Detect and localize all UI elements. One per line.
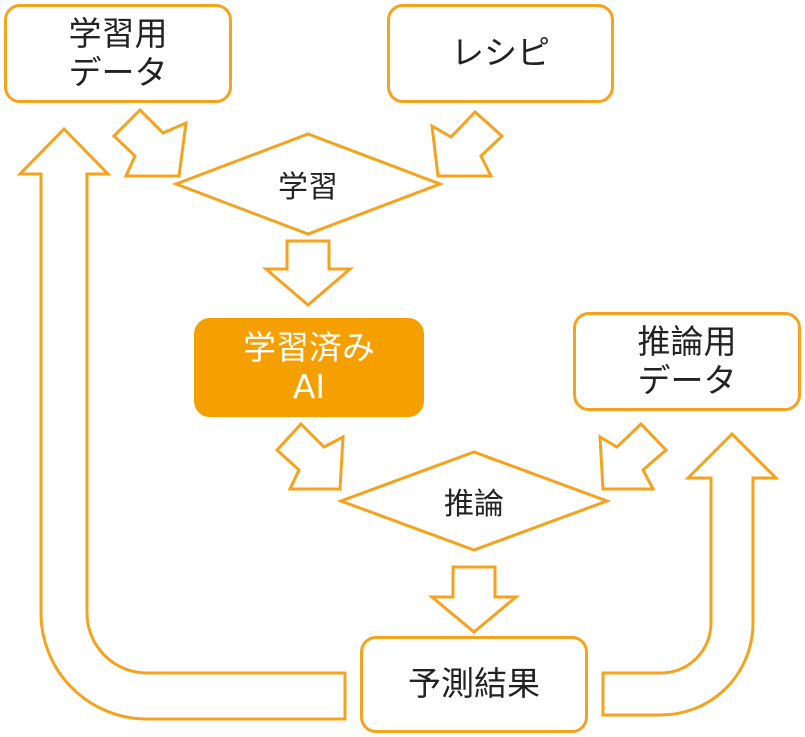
inference-data-box: 推論用 データ xyxy=(573,312,801,411)
inference-diamond xyxy=(336,450,612,552)
arrow-inference-to-result xyxy=(427,565,521,634)
recipe-label: レシピ xyxy=(451,33,550,73)
arrow-training-to-learn xyxy=(111,107,188,178)
training-data-box: 学習用 データ xyxy=(4,4,232,103)
trained-ai-box: 学習済み AI xyxy=(194,318,424,417)
training-data-line2: データ xyxy=(68,52,168,92)
recipe-box: レシピ xyxy=(387,4,614,103)
arrow-ai-to-inference xyxy=(274,421,345,491)
learn-label: 学習 xyxy=(278,170,338,205)
learn-diamond xyxy=(171,132,445,236)
arrow-recipe-to-learn xyxy=(430,109,505,178)
feedback-arrow-to-inference-data xyxy=(601,431,780,717)
prediction-result-box: 予測結果 xyxy=(360,636,588,733)
arrow-learn-to-ai xyxy=(261,239,355,307)
prediction-result-label: 予測結果 xyxy=(408,664,540,704)
inference-data-line2: データ xyxy=(637,360,737,400)
trained-ai-line1: 学習済み xyxy=(243,327,375,367)
feedback-arrow-to-training-data xyxy=(16,126,347,721)
inference-data-line1: 推論用 xyxy=(637,321,737,361)
inference-label: 推論 xyxy=(444,487,504,522)
arrow-inferdata-to-inference xyxy=(598,421,669,491)
training-data-line1: 学習用 xyxy=(68,13,168,53)
trained-ai-line2: AI xyxy=(292,366,326,406)
